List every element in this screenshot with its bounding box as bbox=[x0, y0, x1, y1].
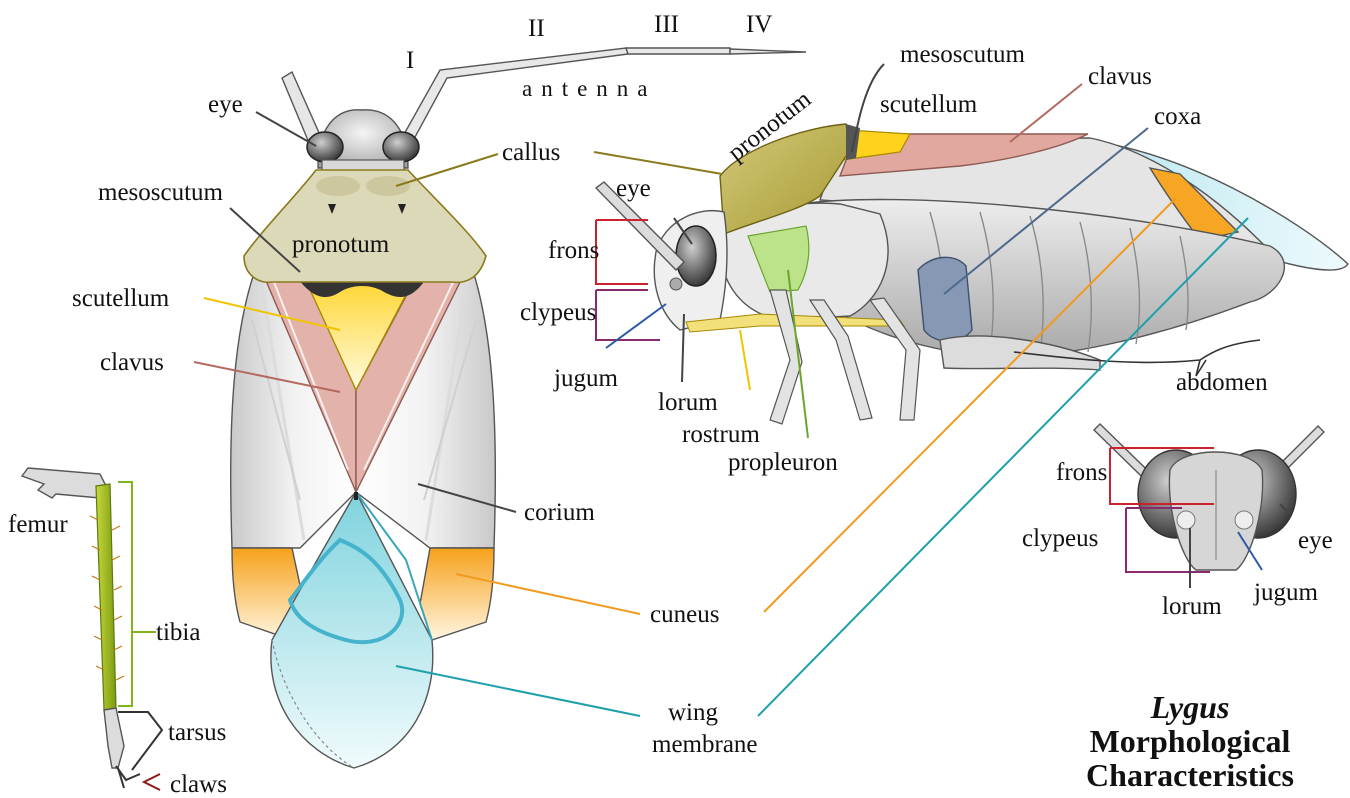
antenna-segment-4 bbox=[730, 49, 806, 54]
lateral-clavus-label: clavus bbox=[1088, 63, 1152, 90]
head-lorum-label: lorum bbox=[1162, 593, 1222, 620]
dorsal-corium-label: corium bbox=[524, 499, 595, 526]
frontal-head-view bbox=[1094, 424, 1324, 570]
lateral-jugum-label: jugum bbox=[553, 365, 618, 392]
pronotum-dorsal bbox=[244, 170, 486, 282]
head-jugum-label: jugum bbox=[1253, 579, 1318, 606]
left-callus bbox=[316, 176, 360, 196]
title-line1: Morphological bbox=[1090, 723, 1291, 759]
dorsal-scutellum-label: scutellum bbox=[72, 285, 170, 312]
title-genus: Lygus bbox=[1150, 689, 1230, 725]
coxa-lateral bbox=[918, 257, 972, 341]
right-cuneus bbox=[420, 548, 494, 640]
tibia-shape bbox=[96, 484, 116, 710]
lateral-rostrum-label: rostrum bbox=[682, 421, 760, 448]
femur-shape bbox=[22, 468, 108, 498]
lateral-lorum-label: lorum bbox=[658, 389, 718, 416]
lateral-coxa-label: coxa bbox=[1154, 103, 1201, 130]
dorsal-callus-label: callus bbox=[502, 139, 560, 166]
wing-membrane-label-line2: membrane bbox=[652, 731, 758, 758]
tarsus-shape bbox=[104, 708, 124, 768]
lateral-propleuron-label: propleuron bbox=[728, 449, 838, 476]
head-clypeus-label: clypeus bbox=[1022, 525, 1098, 552]
dorsal-clavus-label: clavus bbox=[100, 349, 164, 376]
right-callus bbox=[366, 176, 410, 196]
head-frons-label: frons bbox=[1056, 459, 1107, 486]
labels: I II III IV antenna eye mesoscutum prono… bbox=[8, 11, 1333, 798]
head-eye-label: eye bbox=[1298, 527, 1333, 554]
wing-membrane-label-line1: wing bbox=[668, 699, 719, 726]
lateral-mesoscutum-label: mesoscutum bbox=[900, 41, 1026, 68]
antenna-segment-label-2: II bbox=[528, 15, 545, 42]
antenna-label: antenna bbox=[522, 76, 657, 101]
dorsal-mesoscutum-label: mesoscutum bbox=[98, 179, 224, 206]
femur-label: femur bbox=[8, 511, 68, 538]
lateral-frons-label: frons bbox=[548, 237, 599, 264]
lateral-eye-label: eye bbox=[616, 175, 651, 202]
antenna-segment-label-4: IV bbox=[746, 11, 772, 38]
antenna-segment-3 bbox=[626, 48, 730, 54]
tarsus-label: tarsus bbox=[168, 719, 226, 746]
dorsal-eye-label: eye bbox=[208, 91, 243, 118]
tibia-label: tibia bbox=[156, 619, 200, 646]
lateral-scutellum-label: scutellum bbox=[880, 91, 978, 118]
left-compound-eye bbox=[307, 132, 343, 162]
dorsal-pronotum-label: pronotum bbox=[292, 231, 390, 258]
compound-eye-lateral bbox=[676, 226, 716, 286]
claws-label: claws bbox=[170, 771, 227, 798]
lateral-clypeus-label: clypeus bbox=[520, 299, 596, 326]
antenna-segment-label-3: III bbox=[654, 11, 679, 38]
lateral-abdomen-label: abdomen bbox=[1176, 369, 1268, 396]
claws-shape bbox=[116, 766, 140, 788]
dorsal-cuneus-label: cuneus bbox=[650, 601, 719, 628]
title-line2: Characteristics bbox=[1086, 757, 1294, 793]
right-compound-eye bbox=[383, 132, 419, 162]
antenna-segment-label-1: I bbox=[406, 47, 414, 74]
